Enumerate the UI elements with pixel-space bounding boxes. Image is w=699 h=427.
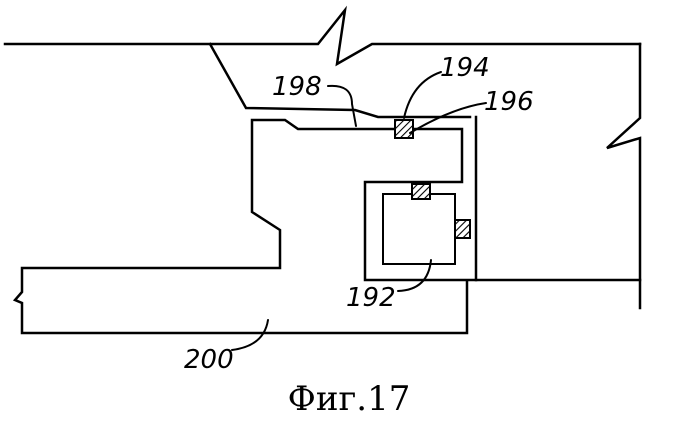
seal-carrier-outline [15, 117, 476, 333]
upper-structure-outline [5, 10, 640, 117]
seal-right-inner [455, 220, 470, 238]
ref-label-192: 192 [346, 283, 396, 313]
leader-194 [404, 72, 441, 118]
ref-label-194: 194 [440, 53, 490, 83]
leader-198 [328, 86, 356, 126]
seal-194 [395, 120, 413, 138]
leader-200 [232, 320, 268, 350]
ref-label-196: 196 [484, 87, 534, 117]
figure-caption: Фиг.17 [288, 379, 411, 419]
right-wall-outline [607, 44, 640, 308]
ref-label-198: 198 [272, 72, 322, 102]
ref-label-200: 200 [184, 345, 234, 375]
seal-top-inner [412, 184, 430, 199]
inner-box-192 [383, 194, 455, 264]
